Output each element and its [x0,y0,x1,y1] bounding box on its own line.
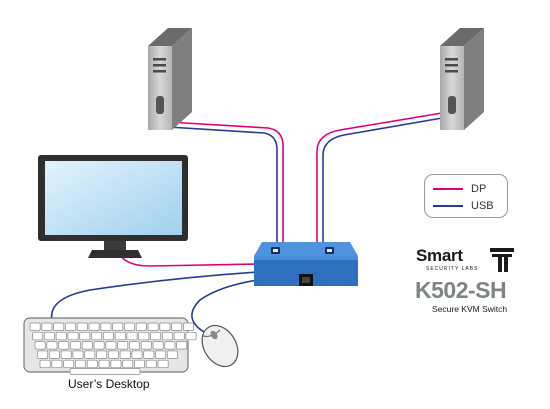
keyboard-key [98,359,110,369]
model-name: K502-SH [415,277,507,303]
keyboard-key [76,322,88,331]
keyboard-key [152,341,164,350]
keyboard-key [72,350,84,359]
keyboard-key [124,322,135,331]
left-computer-icon [148,28,192,130]
legend-item-usb: USB [433,199,494,213]
mouse-icon [201,324,239,368]
keyboard-key [32,331,44,341]
keyboard-key [135,322,147,331]
keyboard-key [105,341,117,350]
keyboard-key [183,322,194,331]
legend-label-dp: DP [471,183,487,195]
keyboard-key [34,341,46,350]
dp-cable-left-pc [167,121,284,248]
dp-cable-right-pc [316,111,449,248]
keyboard-key [173,331,185,341]
keyboard-key [155,350,167,359]
keyboard-key [114,331,126,341]
brand-logo: Smart SECURITY LABS [416,246,536,272]
keyboard-key [37,350,49,359]
cable-legend: DP USB [424,174,508,218]
smart-logo-mark-icon [490,248,514,272]
keyboard-key [143,350,155,359]
brand-name: Smart [416,246,463,265]
usb-cable-left-pc [167,126,278,248]
keyboard-key [51,359,63,369]
keyboard-key [129,341,140,350]
keyboard-icon [23,317,197,375]
monitor-icon [38,155,188,258]
users-desktop-label: User’s Desktop [68,377,150,391]
keyboard-key [102,331,114,341]
usb-cable-right-pc [322,116,449,248]
keyboard-key [53,322,65,331]
keyboard-key [138,331,150,341]
keyboard-key [60,350,72,359]
keyboard-key [96,350,108,359]
keyboard-key [48,350,60,359]
keyboard-key [119,350,131,359]
legend-swatch-dp [433,188,463,190]
keyboard-key [159,322,171,331]
keyboard-key [140,341,152,350]
right-computer-icon [440,28,484,130]
keyboard-key [134,359,145,369]
keyboard-spacebar [69,368,141,375]
keyboard-key [171,322,183,331]
keyboard-key [122,359,134,369]
keyboard-key [150,331,162,341]
keyboard-key [79,331,91,341]
model-subtitle: Secure KVM Switch [432,304,508,314]
legend-item-dp: DP [433,182,486,196]
keyboard-key [58,341,70,350]
kvm-switch-icon [254,242,358,286]
keyboard-key [110,359,122,369]
keyboard-key [126,331,138,341]
keyboard-key [164,341,176,350]
keyboard-key [39,359,51,369]
legend-label-usb: USB [471,200,494,212]
keyboard-key [41,322,53,331]
cables [50,111,449,333]
keyboard-key [107,350,119,359]
keyboard-key [185,331,197,341]
keyboard-key [55,331,67,341]
keyboard-key [29,322,41,331]
keyboard-key [86,359,98,369]
keyboard-key [63,359,75,369]
usb-cable-keyboard [50,271,259,321]
brand-subtitle: SECURITY LABS [426,266,479,272]
keyboard-key [43,331,55,341]
keyboard-key [91,331,103,341]
keyboard-key [112,322,124,331]
keyboard-key [117,341,129,350]
keyboard-key [81,341,93,350]
keyboard-key [145,359,157,369]
keyboard-key [131,350,143,359]
keyboard-key [65,322,76,331]
keyboard-key [166,350,178,359]
keyboard-key [100,322,112,331]
keyboard-key [161,331,173,341]
keyboard-key [46,341,58,350]
keyboard-key [176,341,188,350]
legend-swatch-usb [433,205,463,207]
usb-cable-mouse [191,279,259,333]
keyboard-key [88,322,100,331]
keyboard-key [93,341,105,350]
keyboard-key [147,322,159,331]
keyboard-key [75,359,86,369]
keyboard-key [67,331,79,341]
keyboard-key [157,359,169,369]
keyboard-key [84,350,96,359]
keyboard-key [70,341,81,350]
